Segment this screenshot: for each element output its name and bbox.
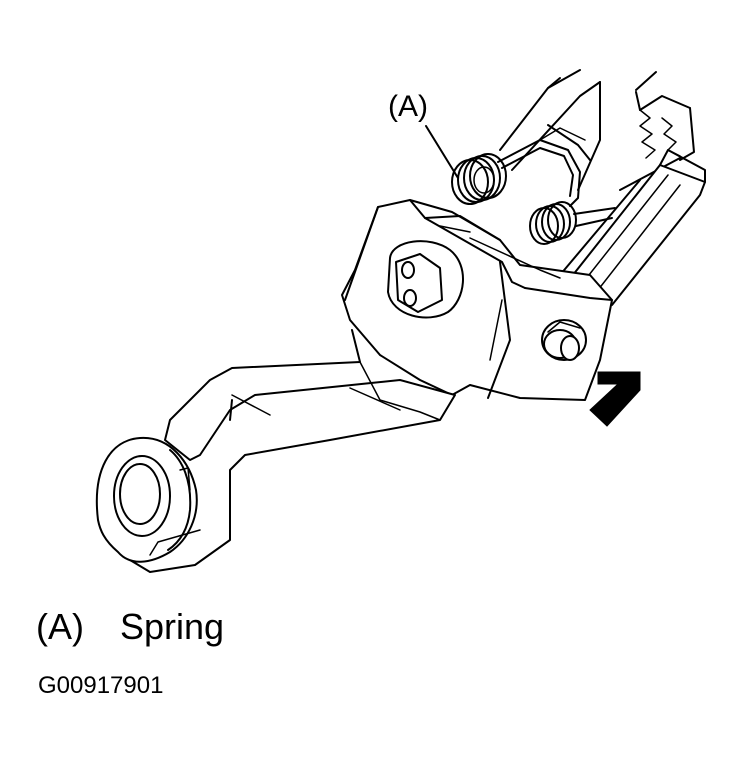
bracket-body: [341, 199, 613, 401]
legend: (A) Spring: [36, 606, 224, 648]
figure-code: G00917901: [38, 672, 164, 699]
legend-key: (A): [36, 606, 84, 647]
callout-leader: [425, 125, 459, 179]
spring: [451, 139, 616, 245]
lever-arm: [95, 329, 456, 573]
nut: [541, 319, 587, 361]
callout-label: (A): [388, 90, 428, 123]
upper-rail: [499, 69, 695, 191]
legend-text: Spring: [120, 606, 225, 647]
pointer-arrow-icon: [589, 371, 641, 427]
